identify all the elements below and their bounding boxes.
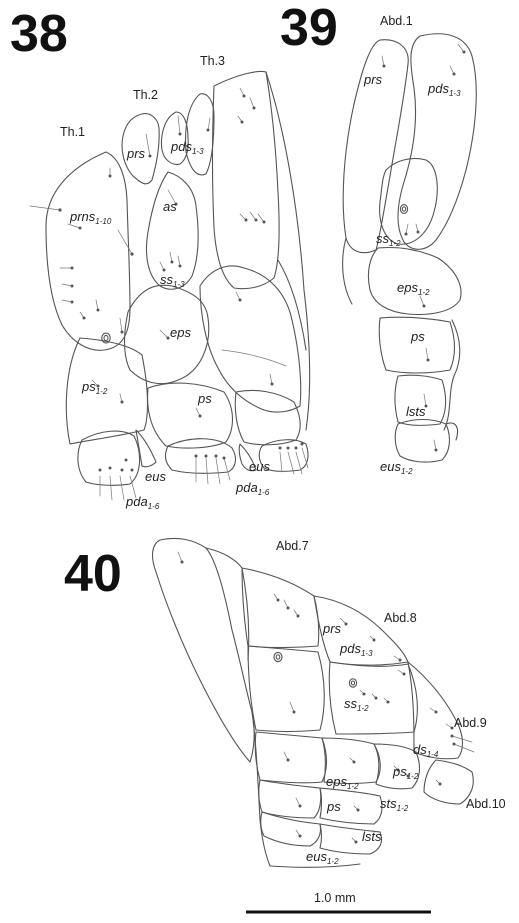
label-prs-38: prs [127,146,146,161]
label-th3: Th.3 [200,54,226,68]
fig40-setae [177,551,475,844]
label-pda-left-38: pda1-6 [126,494,160,511]
label-th1: Th.1 [60,125,86,139]
fig40-drawing [151,537,475,868]
label-ss-39: ss1-2 [376,231,401,248]
label-abd8: Abd.8 [384,611,417,625]
label-eus-left-38: eus [145,469,166,484]
label-lsts-39: lsts [406,404,426,419]
figure-number-39: 39 [280,0,338,57]
fig38-drawing [29,70,311,501]
label-pds-40: pds1-3 [340,641,373,658]
label-th2: Th.2 [133,88,159,102]
label-prs-40: prs [323,621,342,636]
label-abd1: Abd.1 [380,14,413,28]
label-eps-39: eps1-2 [397,280,430,297]
fig38-setae [29,87,309,501]
label-prns-38: prns1-10 [70,209,112,226]
label-pds-39: pds1-3 [428,81,461,98]
label-as-38: as [163,199,177,214]
figure-number-40: 40 [64,545,122,603]
label-ps-38: ps [198,391,212,406]
fig40-spiracles [273,651,358,688]
label-pds-38: pds1-3 [171,139,204,156]
label-eus-40: eus1-2 [306,849,339,866]
label-sts-40: sts1-2 [380,796,409,813]
label-prs-39: prs [364,72,383,87]
fig39-drawing [342,33,477,463]
label-ps12-38: ps1-2 [82,379,108,396]
label-ps-39: ps [411,329,425,344]
scale-bar-label: 1.0 mm [314,891,356,905]
fig39-setae [381,43,466,452]
fig38-spiracle [101,332,111,344]
label-abd7: Abd.7 [276,539,309,553]
label-ds-40: ds1-4 [413,742,439,759]
label-abd9: Abd.9 [454,716,487,730]
fig39-spiracle [399,204,409,214]
label-lsts-40: lsts [362,829,382,844]
label-eus-39: eus1-2 [380,459,413,476]
label-ss-40: ss1-2 [344,696,369,713]
label-eus-right-38: eus [249,459,270,474]
label-ps12-40: ps1-2 [393,764,419,781]
label-eps-40: eps1-2 [326,774,359,791]
figure-number-38: 38 [10,5,68,63]
label-eps-38: eps [170,325,191,340]
label-pda-right-38: pda1-6 [236,480,270,497]
label-abd10: Abd.10 [466,797,506,811]
label-ss-38: ss1-3 [160,272,185,289]
label-ps-40: ps [327,799,341,814]
